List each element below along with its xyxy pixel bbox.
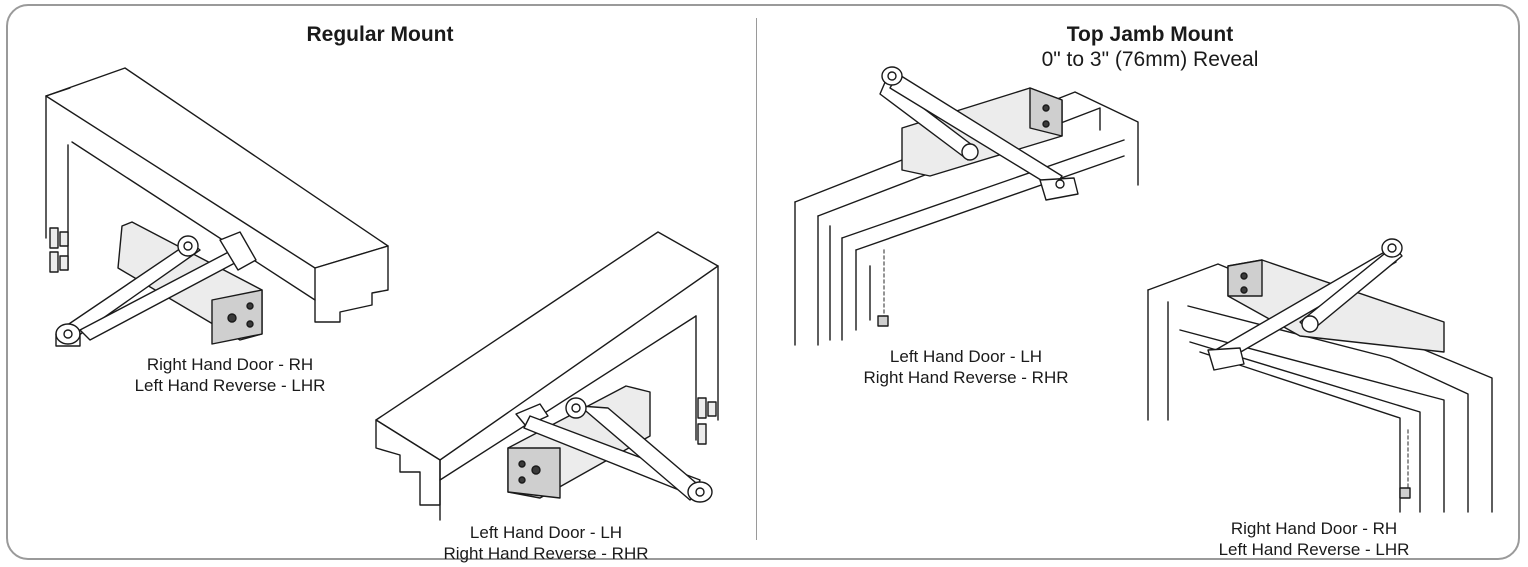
- caption-line: Left Hand Reverse - LHR: [1218, 540, 1410, 559]
- caption-line: Left Hand Reverse - LHR: [134, 376, 326, 395]
- caption-line: Right Hand Door - RH: [146, 355, 314, 374]
- caption-line: Right Hand Reverse - RHR: [863, 368, 1069, 387]
- regular-mount-caption-rh: Right Hand Door - RH Left Hand Reverse -…: [90, 354, 370, 396]
- top-jamb-mount-title: Top Jamb Mount: [1066, 23, 1234, 46]
- caption-line: Right Hand Door - RH: [1230, 519, 1398, 538]
- caption-line: Left Hand Door - LH: [469, 523, 623, 542]
- regular-mount-lh-illustration: [375, 231, 719, 521]
- regular-mount-title: Regular Mount: [306, 23, 454, 46]
- diagram-frame: [6, 4, 1520, 560]
- top-jamb-caption-lh: Left Hand Door - LH Right Hand Reverse -…: [826, 346, 1106, 388]
- caption-line: Left Hand Door - LH: [889, 347, 1043, 366]
- top-jamb-lh-illustration: [794, 66, 1139, 346]
- top-jamb-caption-rh: Right Hand Door - RH Left Hand Reverse -…: [1174, 518, 1454, 560]
- top-jamb-rh-illustration: [1147, 238, 1493, 513]
- regular-mount-caption-lh: Left Hand Door - LH Right Hand Reverse -…: [406, 522, 686, 564]
- top-jamb-mount-subtitle: 0" to 3" (76mm) Reveal: [1041, 48, 1259, 71]
- caption-line: Right Hand Reverse - RHR: [443, 544, 649, 563]
- regular-mount-rh-illustration: [45, 67, 389, 347]
- section-divider: [756, 18, 757, 540]
